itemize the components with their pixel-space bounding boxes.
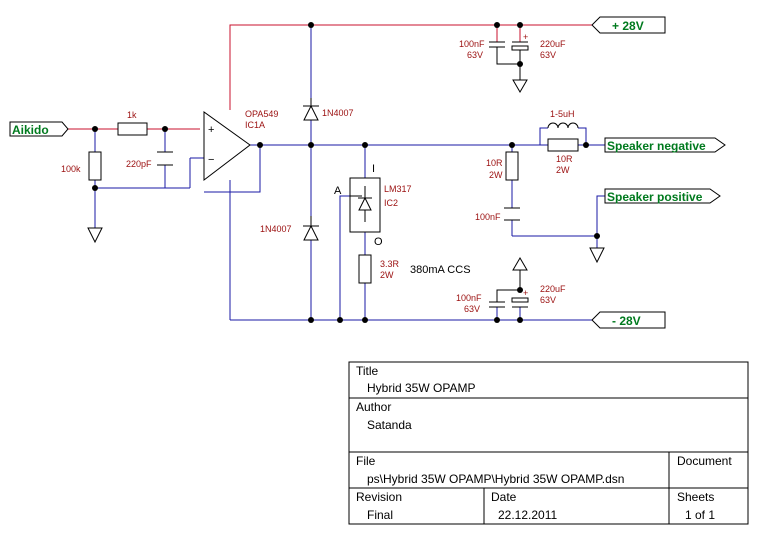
signal-wires: [94, 25, 605, 321]
tb-author-value: Satanda: [367, 418, 412, 432]
label-c-top-big: 220uF: [540, 39, 566, 49]
tb-revision-label: Revision: [356, 490, 402, 504]
net-flag-pos-rail: + 28V: [591, 16, 666, 34]
label-ldo-pin-a: A: [334, 185, 342, 197]
net-label-aikido: Aikido: [12, 123, 49, 137]
svg-text:+: +: [523, 32, 528, 42]
junctions: [92, 22, 600, 323]
net-label-pos-rail: + 28V: [612, 19, 644, 33]
tb-file-label: File: [356, 454, 376, 468]
label-r-out: 10R: [556, 154, 573, 164]
label-ldo-pin-i: I: [372, 163, 375, 175]
diodes: [303, 98, 319, 241]
input-section: [87, 122, 173, 244]
opamp-plus-sign: +: [208, 124, 214, 136]
component-labels: 1k 100k 220pF OPA549 IC1A 1N4007 1N4007 …: [61, 39, 575, 314]
label-c-bot-small: 100nF: [456, 293, 482, 303]
bottom-decoupling: +: [489, 257, 529, 308]
label-c-in: 220pF: [126, 159, 152, 169]
net-flag-speaker-negative: Speaker negative: [604, 137, 726, 153]
label-opamp-part: OPA549: [245, 109, 278, 119]
tb-revision-value: Final: [367, 508, 393, 522]
label-zob-c: 100nF: [475, 212, 501, 222]
tb-date-value: 22.12.2011: [498, 508, 557, 522]
label-opamp-ref: IC1A: [245, 120, 265, 130]
label-c-bot-big-v: 63V: [540, 295, 556, 305]
net-label-speaker-negative: Speaker negative: [607, 139, 706, 153]
label-r-ccs: 3.3R: [380, 259, 400, 269]
opamp-minus-sign: −: [208, 154, 214, 166]
tb-author-label: Author: [356, 400, 391, 414]
label-zob-r: 10R: [486, 158, 503, 168]
label-l-out: 1-5uH: [550, 109, 575, 119]
label-r-ccs-w: 2W: [380, 270, 394, 280]
net-label-speaker-positive: Speaker positive: [607, 190, 703, 204]
label-c-bot-big: 220uF: [540, 284, 566, 294]
label-ldo-pin-o: O: [374, 236, 383, 248]
label-ldo-ref: IC2: [384, 198, 398, 208]
label-c-top-big-v: 63V: [540, 50, 556, 60]
opamp: + −: [203, 111, 251, 182]
label-c-top-small-v: 63V: [467, 50, 483, 60]
label-r-out-w: 2W: [556, 165, 570, 175]
net-flag-speaker-positive: Speaker positive: [604, 188, 721, 204]
tb-sheets-value: 1 of 1: [685, 508, 715, 522]
label-d-bot: 1N4007: [260, 224, 292, 234]
top-decoupling: +: [489, 32, 529, 93]
label-c-bot-small-v: 63V: [464, 304, 480, 314]
output-network: [504, 122, 605, 264]
label-ldo-part: LM317: [384, 184, 412, 194]
net-flag-neg-rail: - 28V: [591, 311, 666, 329]
label-r-shunt: 100k: [61, 164, 81, 174]
net-label-neg-rail: - 28V: [612, 314, 641, 328]
lm317: [349, 177, 381, 284]
tb-file-value: ps\Hybrid 35W OPAMP\Hybrid 35W OPAMP.dsn: [367, 472, 624, 486]
label-d-top: 1N4007: [322, 108, 354, 118]
label-r-in: 1k: [127, 110, 137, 120]
label-c-top-small: 100nF: [459, 39, 485, 49]
label-zob-r-w: 2W: [489, 170, 503, 180]
tb-title-value: Hybrid 35W OPAMP: [367, 381, 475, 395]
tb-title-label: Title: [356, 364, 379, 378]
tb-date-label: Date: [491, 490, 517, 504]
net-flag-aikido: Aikido: [9, 121, 69, 137]
label-ccs-note: 380mA CCS: [410, 264, 471, 276]
svg-text:+: +: [523, 288, 528, 298]
tb-sheets-label: Sheets: [677, 490, 714, 504]
title-block: Title Hybrid 35W OPAMP Author Satanda Fi…: [348, 361, 749, 525]
tb-document-label: Document: [677, 454, 732, 468]
